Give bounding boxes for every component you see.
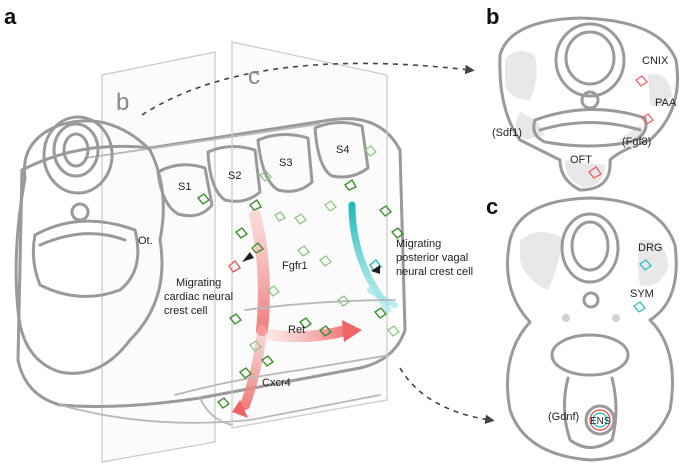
somite-label-s2: S2 <box>228 170 241 182</box>
plane-b-label: b <box>116 89 129 116</box>
ens-label: ENS <box>590 416 611 427</box>
sym-cell <box>633 301 646 313</box>
svg-text:Migrating: Migrating <box>176 277 221 289</box>
somite-s1 <box>156 163 214 218</box>
somite-label-s1: S1 <box>178 181 191 193</box>
svg-text:cardiac neural: cardiac neural <box>164 291 233 303</box>
somite-label-s4: S4 <box>336 144 349 156</box>
oft-label: OFT <box>570 154 592 166</box>
somite-s4 <box>313 121 370 179</box>
sym-label: SYM <box>630 288 654 300</box>
cardiac-migration-path <box>232 209 362 418</box>
otic-label: Ot. <box>138 235 153 247</box>
oft-cell <box>588 166 602 179</box>
fgfr1-label: Fgfr1 <box>282 260 308 272</box>
sdf1-label: (Sdf1) <box>492 127 522 139</box>
cxcr4-label: Cxcr4 <box>262 377 291 389</box>
neural-crest-cells <box>196 145 405 409</box>
cardiac-cell-caption: Migrating cardiac neural crest cell <box>164 277 233 317</box>
paa-cell <box>641 113 654 125</box>
ret-label: Ret <box>288 324 305 336</box>
svg-text:neural crest cell: neural crest cell <box>396 266 473 278</box>
arrow-to-section-c <box>399 367 495 425</box>
arrow-to-section-b <box>141 62 475 116</box>
cardiac-crest-cell <box>228 259 242 273</box>
pointer-vagal <box>371 265 380 274</box>
vagal-cell-caption: Migrating posterior vagal neural crest c… <box>396 238 473 278</box>
cnix-cell <box>635 75 648 87</box>
somite-label-s3: S3 <box>279 157 292 169</box>
gdnf-label: (Gdnf) <box>548 411 579 423</box>
panel-b-label: b <box>486 4 499 29</box>
svg-text:Migrating: Migrating <box>396 238 441 250</box>
plane-c-label: c <box>248 63 260 90</box>
pointer-cardiac <box>242 252 254 262</box>
svg-text:crest cell: crest cell <box>164 305 207 317</box>
plane-b-sheet <box>101 51 216 463</box>
embryo-trunk <box>16 117 407 426</box>
section-c <box>506 196 678 462</box>
svg-text:posterior vagal: posterior vagal <box>396 252 468 264</box>
cnix-label: CNIX <box>642 55 669 67</box>
paa-label: PAA <box>655 97 677 109</box>
vagal-crest-cell <box>369 258 383 272</box>
somite-s3 <box>256 133 314 193</box>
panel-c-label: c <box>486 194 498 219</box>
fgf8-label: (Fgf8) <box>622 136 651 148</box>
front-cross-section <box>14 115 165 375</box>
gut-tube <box>174 354 391 396</box>
drg-cell <box>639 259 652 271</box>
section-b <box>498 16 680 192</box>
panel-a-label: a <box>4 4 17 29</box>
vagal-migration-path <box>348 201 398 314</box>
drg-label: DRG <box>638 242 662 254</box>
